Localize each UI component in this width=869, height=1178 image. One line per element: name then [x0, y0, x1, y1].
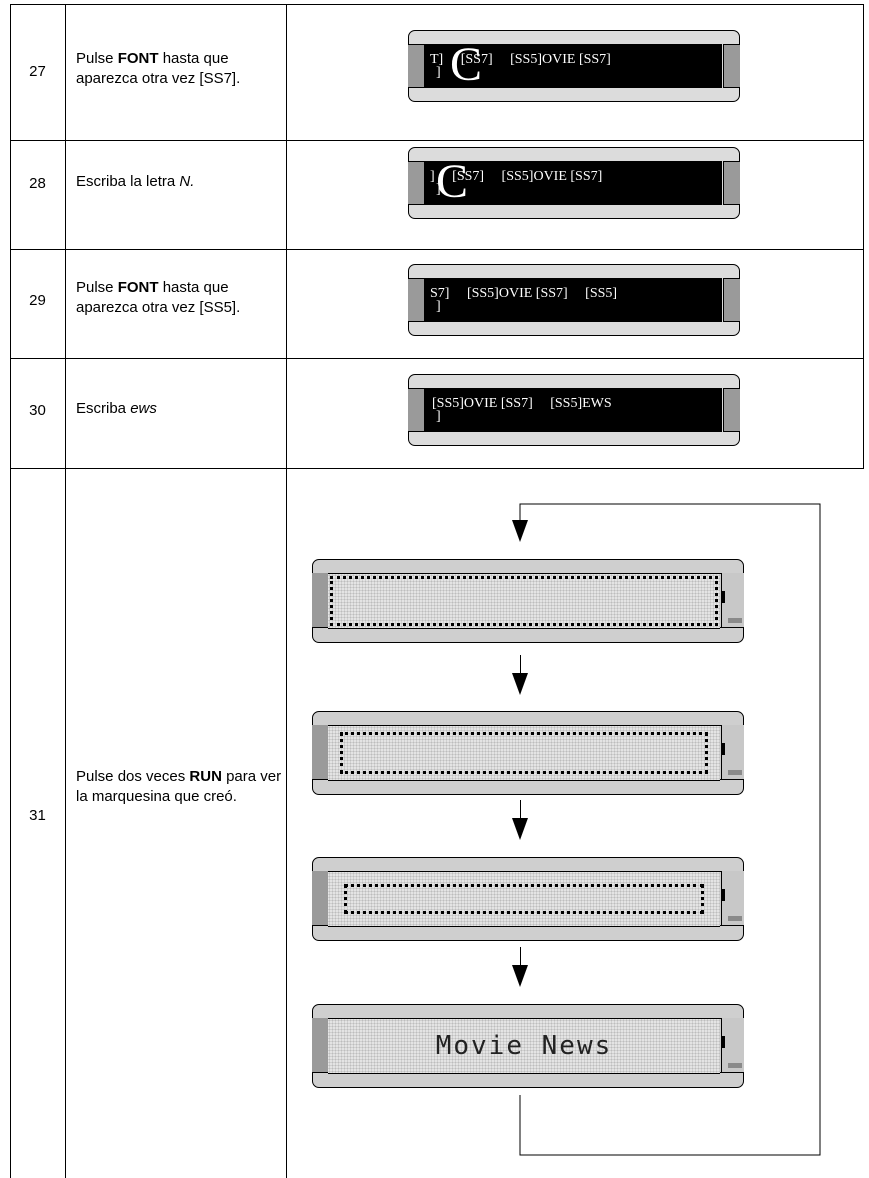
table-border-left	[10, 4, 11, 1178]
border-frame-medium	[340, 732, 708, 774]
arrow-stem	[520, 800, 521, 820]
step-instruction: Pulse FONT hasta que aparezca otra vez […	[76, 50, 241, 87]
step-instruction: Pulse FONT hasta que aparezca otra vez […	[76, 279, 241, 316]
display-text-line2: ]	[436, 65, 441, 80]
dark-display: T] [SS7] [SS5]OVIE [SS7] ] C	[408, 30, 740, 102]
arrow-down-icon	[512, 818, 528, 840]
dark-display: [SS5]OVIE [SS7] [SS5]EWS ]	[408, 374, 740, 446]
display-text-line2: ]	[436, 409, 441, 424]
dark-display: S7] [SS5]OVIE [SS7] [SS5] ]	[408, 264, 740, 336]
dark-display: ] [SS7] [SS5]OVIE [SS7] ] C	[408, 147, 740, 219]
column-divider	[286, 4, 287, 1178]
display-text-line2: ]	[436, 299, 441, 314]
step-instruction: Escriba ews	[76, 400, 157, 417]
step-instruction: Escriba la letra N.	[76, 173, 195, 190]
display-text-line2: ]	[436, 182, 441, 197]
display-text: S7] [SS5]OVIE [SS7] [SS5]	[430, 286, 618, 301]
step-number: 31	[29, 807, 46, 824]
arrow-stem	[520, 655, 521, 675]
step-number: 28	[29, 175, 46, 192]
step-number: 27	[29, 63, 46, 80]
big-letter: C	[450, 38, 483, 91]
row-divider	[10, 140, 864, 141]
arrow-down-icon	[512, 673, 528, 695]
arrow-down-icon	[512, 965, 528, 987]
row-divider	[10, 468, 864, 469]
display-text: ] [SS7] [SS5]OVIE [SS7]	[430, 169, 603, 184]
led-display	[312, 857, 744, 941]
border-frame-large	[330, 576, 718, 626]
table-border-top	[10, 4, 864, 5]
big-letter: C	[436, 155, 469, 208]
display-text: T] [SS7] [SS5]OVIE [SS7]	[430, 52, 611, 67]
step-number: 29	[29, 292, 46, 309]
step-instruction: Pulse dos veces RUN para ver la marquesi…	[76, 768, 282, 805]
led-display: Movie News	[312, 1004, 744, 1088]
marquee-text: Movie News	[435, 1031, 613, 1061]
display-text: [SS5]OVIE [SS7] [SS5]EWS	[432, 396, 612, 411]
arrow-stem	[520, 947, 521, 967]
border-frame-small	[344, 884, 704, 914]
table-border-right	[863, 4, 864, 469]
led-display	[312, 711, 744, 795]
column-divider	[65, 4, 66, 1178]
step-number: 30	[29, 402, 46, 419]
row-divider	[10, 249, 864, 250]
row-divider	[10, 358, 864, 359]
arrow-down-icon	[512, 520, 528, 542]
led-display	[312, 559, 744, 643]
